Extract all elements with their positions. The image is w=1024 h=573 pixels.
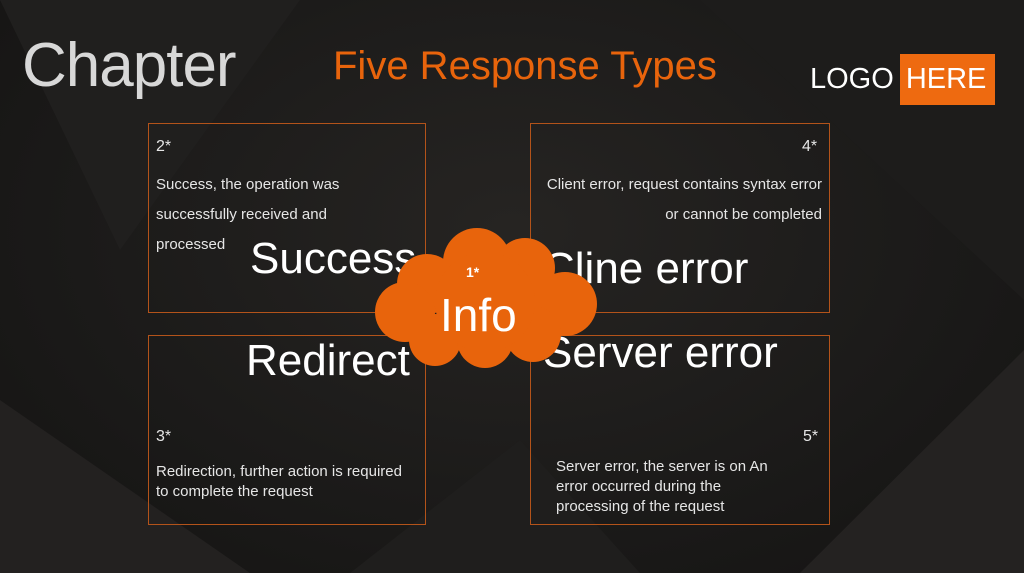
label-info: Info — [440, 289, 517, 341]
logo-placeholder: LOGO HERE — [810, 54, 996, 105]
code-2xx: 2* — [156, 138, 172, 155]
description-success: Success, the operation was successfully … — [156, 176, 340, 253]
slide-title: Five Response Types — [333, 44, 717, 88]
code-1xx: 1* — [466, 264, 480, 280]
code-3xx: 3* — [156, 428, 172, 445]
logo-highlight: HERE — [899, 54, 996, 105]
quadrant-server-error — [530, 335, 830, 525]
description-server-error: Server error, the server is on An error … — [556, 458, 768, 515]
cloud-shape — [375, 228, 597, 368]
label-redirect: Redirect — [246, 336, 410, 385]
chapter-heading: Chapter — [22, 31, 237, 100]
code-5xx: 5* — [803, 428, 819, 445]
quadrant-client-error — [530, 123, 830, 313]
label-server-error: Server error — [543, 328, 778, 377]
logo-text: LOGO — [810, 63, 894, 95]
code-4xx: 4* — [802, 138, 818, 155]
description-redirect: Redirection, further action is required … — [156, 463, 402, 500]
quadrant-redirect — [148, 335, 426, 525]
quadrant-success — [148, 123, 426, 313]
description-client-error: Client error, request contains syntax er… — [546, 176, 822, 223]
label-success: Success — [250, 234, 417, 283]
